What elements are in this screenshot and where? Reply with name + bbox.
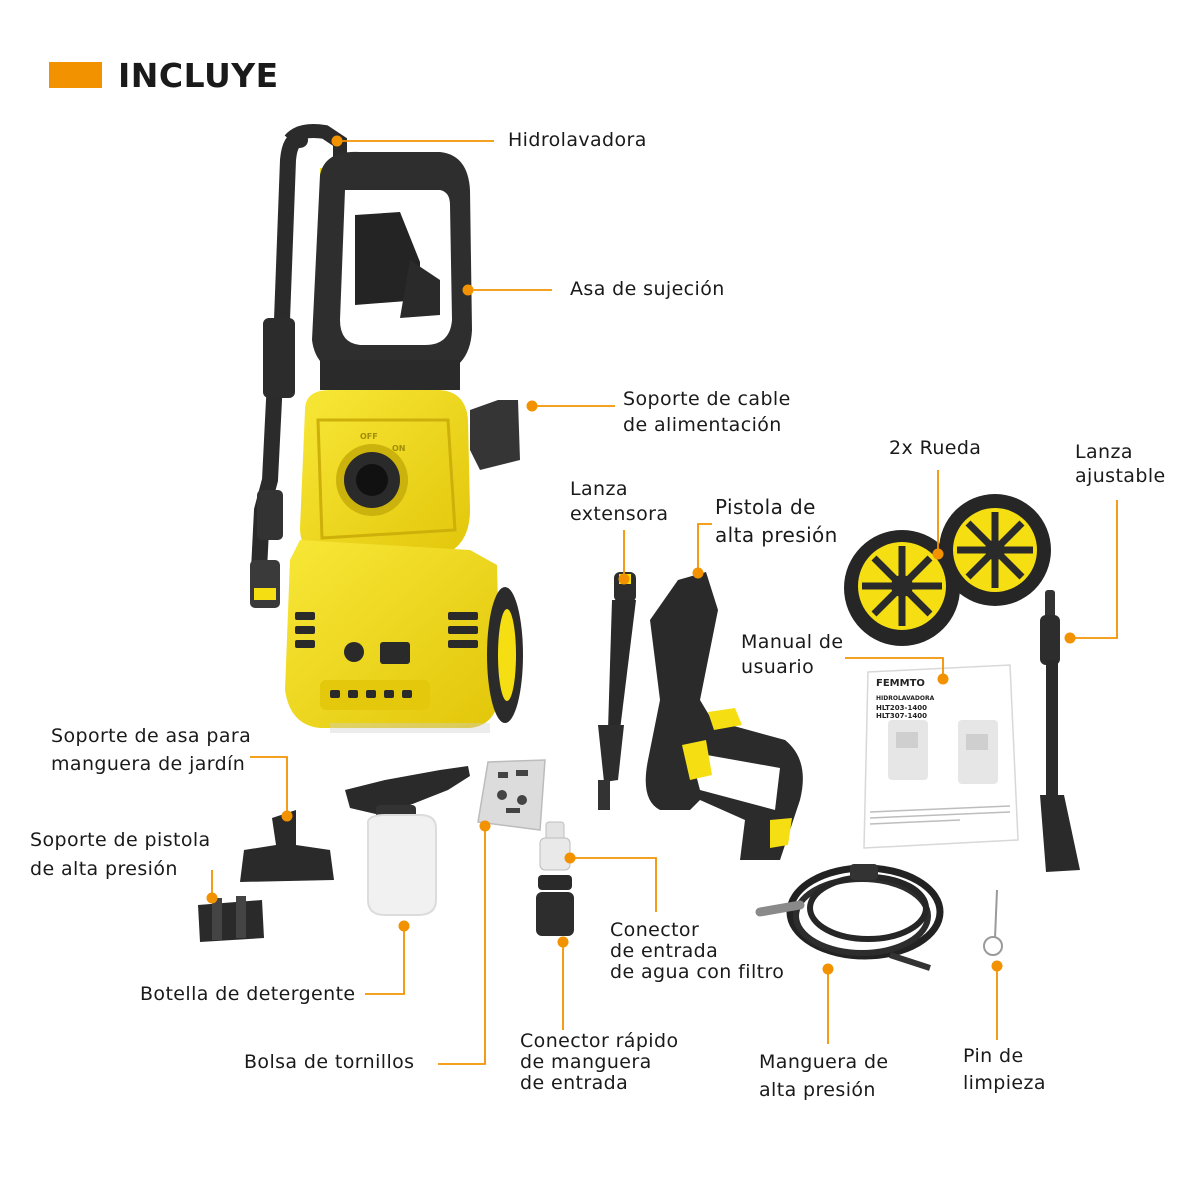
user-manual (863, 664, 1019, 849)
label-bolsa: Bolsa de tornillos (244, 1051, 415, 1073)
spray-gun (645, 572, 803, 860)
water-inlet-connector (539, 821, 571, 871)
title-accent-bar (49, 62, 102, 88)
detergent-bottle (345, 766, 470, 916)
high-pressure-hose (755, 864, 944, 971)
label-pistola: Pistola de alta presión (715, 495, 838, 547)
label-hidrolavadora: Hidrolavadora (508, 129, 647, 151)
manual-heading: HIDROLAVADORA (876, 695, 935, 702)
hose-reel-holder (240, 810, 334, 882)
wheels (844, 494, 1051, 646)
manual-brand: FEMMTO (876, 678, 925, 689)
label-soporte-asa: Soporte de asa para manguera de jardín (51, 725, 252, 775)
manual-model: HLT307-1400 (876, 712, 927, 720)
label-manguera: Manguera de alta presión (759, 1051, 889, 1101)
label-manual: Manual de usuario (741, 631, 844, 678)
manual-model: HLT203-1400 (876, 704, 927, 712)
leader-dots (206, 135, 1076, 975)
panel-on-label: ON (392, 444, 406, 453)
label-soporte-cable: Soporte de cable de alimentación (623, 388, 791, 436)
label-lanza-extensora: Lanza extensora (570, 478, 669, 525)
label-conector-entrada: Conector de entrada de agua con filtro (610, 919, 785, 983)
gun-holder (198, 896, 264, 942)
label-pin: Pin de limpieza (963, 1045, 1046, 1094)
label-lanza-ajustable: Lanza ajustable (1075, 441, 1166, 487)
label-soporte-pistola: Soporte de pistola de alta presión (30, 829, 211, 880)
quick-hose-connector (536, 875, 574, 936)
panel-off-label: OFF (360, 432, 378, 441)
pressure-washer (250, 124, 523, 733)
cleaning-pin (983, 889, 1003, 956)
adjustable-lance (1040, 590, 1080, 872)
label-conector-rapido: Conector rápido de manguera de entrada (520, 1030, 679, 1094)
leader-lines (211, 140, 1118, 1065)
extension-lance (598, 572, 636, 810)
page-title: INCLUYE (118, 56, 279, 95)
label-rueda: 2x Rueda (889, 437, 982, 459)
screw-bag (477, 759, 546, 831)
label-asa-sujecion: Asa de sujeción (570, 278, 725, 300)
label-botella: Botella de detergente (140, 983, 356, 1005)
